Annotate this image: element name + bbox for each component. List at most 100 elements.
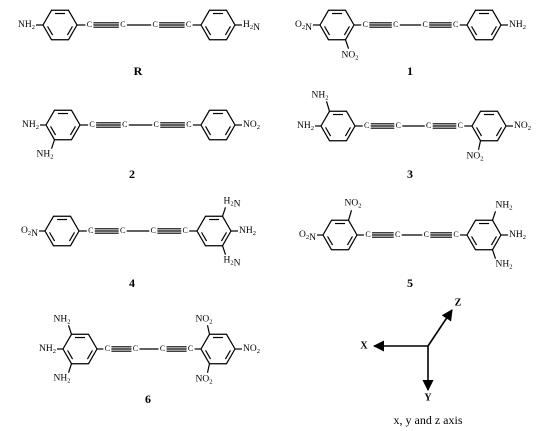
carbon-atom: C [160,344,165,353]
double-bond [495,127,502,137]
bond [67,363,73,373]
double-bond [49,232,56,242]
double-bond [205,26,212,36]
h2n-label: H2N [243,20,260,33]
bond [206,363,211,373]
carbon-atom: C [364,121,369,130]
compound-label-2: 2 [129,167,135,181]
carbon-atom: C [426,121,431,130]
bond [347,210,353,221]
z-axis-arrow [427,309,453,347]
double-bond [205,350,212,360]
benzene-ring [471,110,507,142]
y-axis-label: Y [424,392,432,403]
carbon-atom: C [151,226,156,235]
nh2-label: NH2 [54,374,71,385]
compound-label-r: R [134,64,143,78]
o2n-label: O2N [295,20,312,33]
double-bond [476,127,483,137]
bond [206,325,211,335]
carbon-atom: C [186,120,191,129]
double-bond [327,236,334,246]
double-bond [471,236,478,246]
double-bond [220,232,227,242]
double-bond [205,126,212,136]
carbon-atom: C [423,20,428,29]
no2-label: NO2 [196,375,213,386]
carbon-atom: C [458,121,463,130]
carbon-atom: C [363,20,368,29]
carbon-atom: C [186,20,191,29]
benzene-ring [44,215,80,247]
carbon-atom: C [365,230,370,239]
bond [491,211,497,221]
double-bond [490,26,497,36]
double-bond [346,236,353,246]
h2n-label: H2N [224,196,241,209]
benzene-ring [322,219,358,251]
x-axis-label: X [360,340,368,351]
benzene-ring [200,333,236,365]
double-bond [201,232,208,242]
carbon-atom: C [133,344,138,353]
benzene-ring [62,333,98,365]
bond [50,139,56,149]
double-bond [344,127,351,137]
double-bond [224,350,231,360]
carbon-atom: C [88,226,93,235]
carbon-atom: C [396,121,401,130]
carbon-atom: C [453,20,458,29]
double-bond [66,26,73,36]
carbon-atom: C [152,20,157,29]
bond [344,39,350,49]
carbon-atom: C [395,230,400,239]
no2-label: NO2 [196,314,213,325]
no2-label: NO2 [514,121,531,132]
nh2-label: NH2 [509,230,526,241]
benzene-ring [200,9,236,41]
carbon-atom: C [89,120,94,129]
compound-label-1: 1 [407,64,413,78]
no2-label: NO2 [342,51,359,62]
axis-caption: x, y and z axis [394,413,463,427]
h2n-label: H2N [224,256,241,269]
nh2-label: NH2 [509,20,526,31]
compound-label-3: 3 [407,167,413,181]
carbon-atom: C [183,226,188,235]
benzene-ring [320,110,356,142]
carbon-atom: C [188,344,193,353]
nh2-label: NH2 [54,314,71,325]
benzene-ring [200,109,236,141]
compound-label-5: 5 [407,276,413,290]
compound-label-6: 6 [145,392,151,406]
benzene-ring [466,9,502,41]
double-bond [325,127,332,137]
carbon-atom: C [154,120,159,129]
double-bond [324,26,331,36]
double-bond [47,26,54,36]
no2-label: NO2 [467,152,484,163]
benzene-ring [45,109,81,141]
carbon-atom: C [424,230,429,239]
compound-label-4: 4 [129,276,135,290]
benzene-ring [196,215,232,247]
bond [477,140,482,150]
nh2-label: NH2 [496,200,513,211]
benzene-ring [42,9,78,41]
nh2-label: NH2 [496,260,513,271]
double-bond [86,350,93,360]
double-bond [343,26,350,36]
double-bond [224,26,231,36]
carbon-atom: C [105,344,110,353]
nh2-label: NH2 [22,120,39,131]
double-bond [68,232,75,242]
double-bond [50,126,57,136]
nh2-label: NH2 [37,150,54,161]
